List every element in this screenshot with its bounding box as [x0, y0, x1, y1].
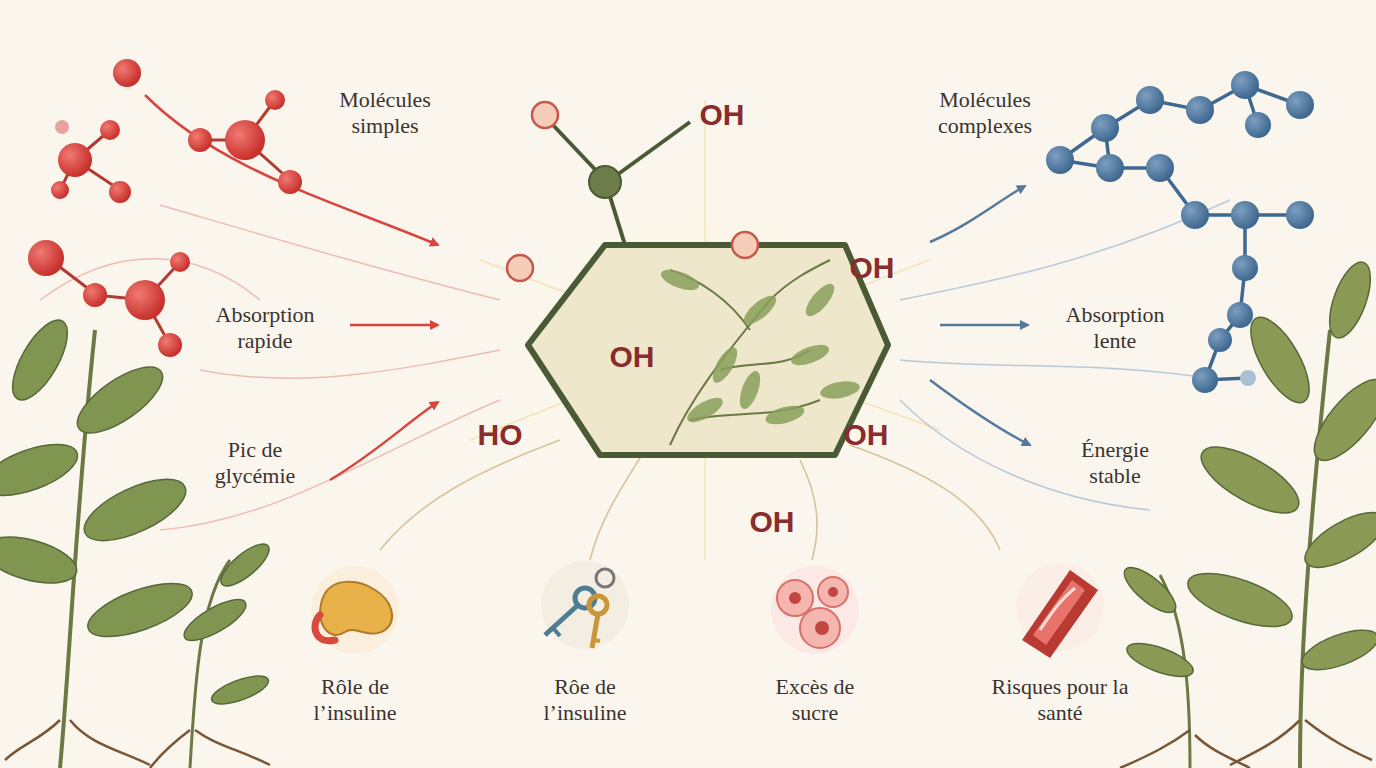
hydroxyl-label: OH	[750, 504, 795, 540]
icon-label: Rôe de l’insuline	[520, 674, 650, 727]
caption-label: Énergie stable	[1060, 437, 1170, 490]
hydroxyl-label: OH	[700, 97, 745, 133]
pancreas-icon	[311, 566, 399, 654]
artery-icon	[1016, 563, 1104, 658]
caption-label: Absorption lente	[1045, 302, 1185, 355]
caption-label: Pic de glycémie	[195, 437, 315, 490]
hydroxyl-label: OH	[844, 417, 889, 453]
plant-left	[0, 312, 275, 768]
hexagon-shape	[520, 240, 895, 460]
icon-label: Rôle de l’insuline	[290, 674, 420, 727]
hydroxyl-label: OH	[610, 340, 655, 374]
keys-icon	[541, 561, 629, 649]
caption-label: Molécules simples	[315, 87, 455, 140]
icon-label: Risques pour la santé	[990, 674, 1130, 727]
caption-label: Molécules complexes	[915, 87, 1055, 140]
icon-label: Excès de sucre	[775, 674, 855, 727]
plant-right	[1118, 257, 1376, 768]
hydroxyl-label: OH	[850, 250, 895, 286]
cells-icon	[771, 566, 859, 654]
glucose-ring: OH	[520, 240, 895, 460]
hydroxyl-label: HO	[478, 417, 523, 453]
caption-label: Absorption rapide	[195, 302, 335, 355]
